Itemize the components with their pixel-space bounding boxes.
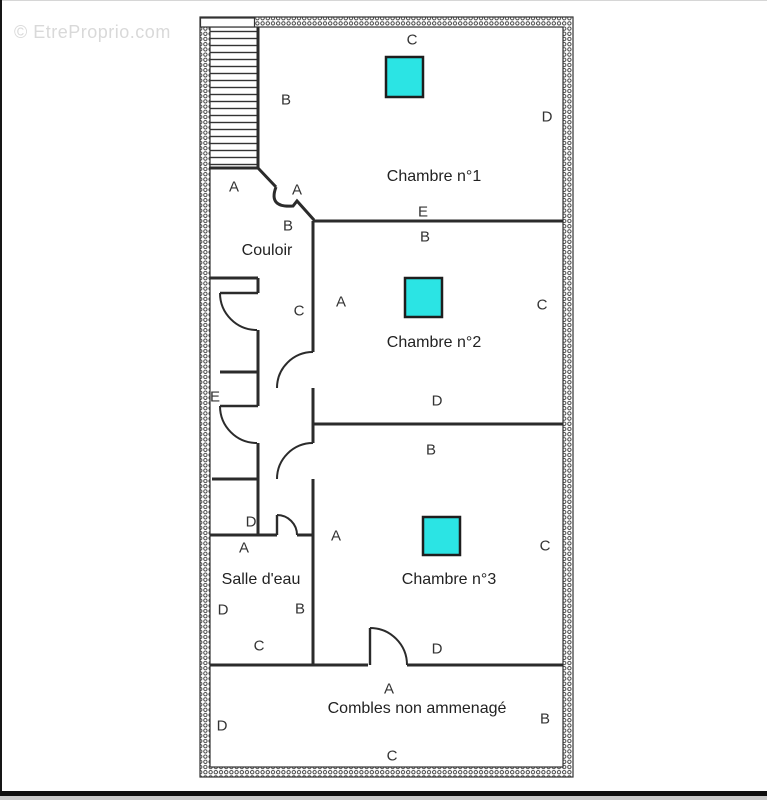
wall-label-c-25: C xyxy=(386,747,398,765)
room-label-1: Couloir xyxy=(241,242,293,259)
wall-label-c-0: C xyxy=(406,31,418,49)
roof-window-chambre1 xyxy=(384,55,425,99)
staircase xyxy=(210,27,258,168)
wall-label-d-12: D xyxy=(431,392,443,410)
room-label-0: Chambre n°1 xyxy=(386,168,482,185)
stairwell-walls xyxy=(209,27,260,170)
salledeau-door-arc xyxy=(276,514,298,536)
roof-window-chambre2 xyxy=(403,276,444,319)
corridor-entry-walls xyxy=(256,166,316,222)
wall-label-d-2: D xyxy=(541,108,553,126)
interior-walls xyxy=(209,27,563,667)
wall-label-d-18: D xyxy=(217,601,229,619)
photo-left-edge xyxy=(0,0,2,800)
wall-label-b-24: B xyxy=(539,710,551,728)
wall-label-c-17: C xyxy=(539,537,551,555)
combles-door-arc xyxy=(369,627,408,666)
wall-label-b-13: B xyxy=(425,441,437,459)
watermark: © EtreProprio.com xyxy=(14,22,171,42)
wall-label-d-14: D xyxy=(245,513,257,531)
wall-label-a-4: A xyxy=(291,181,303,199)
closet-door-arc-1 xyxy=(219,292,258,331)
wall-label-b-1: B xyxy=(280,91,292,109)
exterior-wall-border xyxy=(199,16,574,778)
photo-bottom-margin xyxy=(0,796,767,800)
wall-label-e-11: E xyxy=(209,388,221,406)
roof-windows xyxy=(384,55,462,557)
wall-label-a-16: A xyxy=(330,527,342,545)
wall-label-b-7: B xyxy=(419,228,431,246)
wall-label-e-5: E xyxy=(417,203,429,221)
wall-label-d-21: D xyxy=(431,640,443,658)
door-leaves xyxy=(220,291,372,665)
room-label-4: Chambre n°3 xyxy=(401,571,497,588)
wall-label-a-3: A xyxy=(228,178,240,196)
wall-label-a-22: A xyxy=(383,680,395,698)
door-arcs xyxy=(219,292,408,666)
wall-label-c-20: C xyxy=(253,637,265,655)
photo-top-edge xyxy=(0,0,767,1)
roof-window-chambre3 xyxy=(421,515,462,557)
chambre3-door-arc xyxy=(276,442,314,480)
wall-label-a-15: A xyxy=(238,539,250,557)
wall-label-d-23: D xyxy=(216,717,228,735)
wall-label-c-8: C xyxy=(293,302,305,320)
wall-label-c-10: C xyxy=(536,296,548,314)
closet-walls xyxy=(210,276,260,535)
room-label-2: Chambre n°2 xyxy=(386,334,482,351)
photo-bottom-edge xyxy=(0,791,767,796)
room-label-5: Combles non ammenagé xyxy=(327,700,507,717)
room-label-3: Salle d'eau xyxy=(221,571,301,588)
closet-door-arc-2 xyxy=(219,405,258,444)
wall-label-b-6: B xyxy=(282,217,294,235)
wall-label-a-9: A xyxy=(335,293,347,311)
wall-label-b-19: B xyxy=(294,600,306,618)
chambre2-door-arc xyxy=(276,351,314,389)
